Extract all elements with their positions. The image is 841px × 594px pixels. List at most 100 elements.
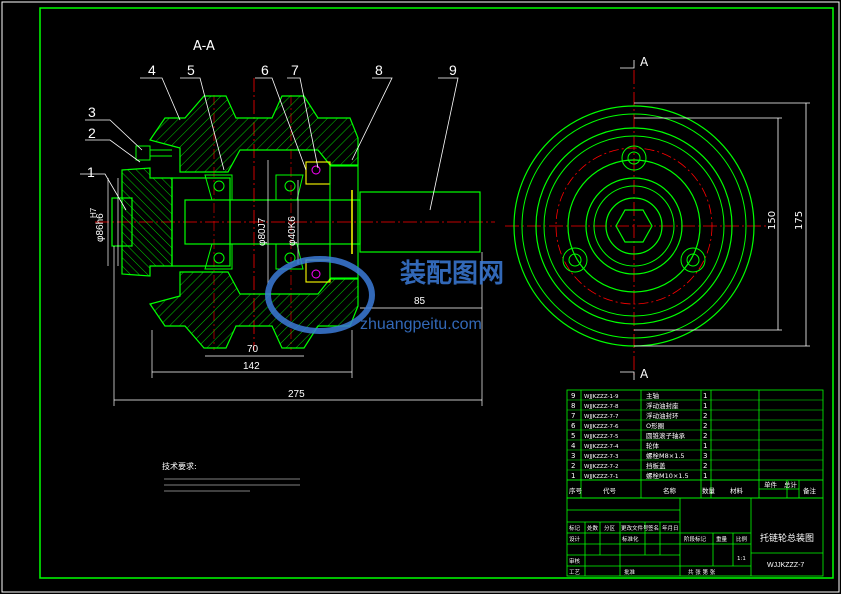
section-view: A-A [80,39,495,406]
tb-label-review: 审核 [569,557,581,565]
bom-cell-name: 主轴 [646,391,660,400]
tb-label-change: 更改文件号 [621,524,649,532]
bom-cell-no: 1 [571,472,575,480]
bom-cell-qty: 2 [703,432,707,440]
bom-cell-no: 3 [571,452,575,460]
callout-4: 4 [148,62,156,78]
bom-h-qty: 数量 [702,486,716,495]
tech-req-title: 技术要求: [162,461,197,471]
bom-h-unit: 单件 [764,480,778,489]
dim-70: 70 [247,344,259,355]
bom-h-name: 名称 [663,486,677,495]
inner-frame [39,7,834,579]
hex-nut [615,209,653,243]
bom-cell-code: WJJKZZZ-7-5 [584,434,619,440]
bolt-holes [562,145,706,273]
bom-cell-no: 8 [571,402,575,410]
bom-cell-name: 螺栓M8×1.5 [646,451,685,460]
bearing-right [275,174,304,270]
tb-label-sign: 签名 [648,524,659,532]
section-title: A-A [193,39,215,54]
tb-label-process: 工艺 [569,569,581,576]
tb-label-count: 处数 [587,524,599,532]
inner-hub [171,177,231,267]
bom-cell-name: 浮动油封座 [646,401,679,410]
tb-label-weight: 重量 [716,535,728,543]
callout-6: 6 [261,62,269,78]
shaft-end-nut [111,197,133,247]
callout-5: 5 [187,62,195,78]
title-block: 标记 处数 分区 更改文件号 签名 年月日 设计 标准化 阶段标记 重量 比例 … [566,497,824,577]
bom-cell-name: 轮体 [646,441,660,450]
bom-cell-name: 挡板盖 [646,461,666,470]
callout-3: 3 [88,104,96,120]
bom-cell-code: WJJKZZZ-7-8 [584,404,619,410]
bom-cell-qty: 2 [703,412,707,420]
bom-cell-code: WJJKZZZ-7-6 [584,424,619,430]
tb-label-sheets: 共 张 第 张 [688,568,716,576]
tb-label-stage: 阶段标记 [684,535,707,543]
watermark: 装配图网 zhuangpeitu.com [265,256,504,334]
bom-cell-no: 4 [571,442,576,450]
bom-cell-qty: 1 [703,442,707,450]
bom-cell-no: 7 [571,412,575,420]
bom-cell-qty: 1 [703,472,707,480]
wheel-body-upper [149,95,359,173]
bom-cell-qty: 2 [703,462,707,470]
dim-150: 150 [767,211,778,230]
callout-7: 7 [291,62,299,78]
bom-cell-name: 圆锥滚子轴承 [646,431,686,440]
bom-cell-no: 5 [571,432,575,440]
section-marker-bottom: A [640,367,649,381]
end-view: A A 150 175 [505,55,810,381]
dim-phi40k6: φ40K6 [287,216,298,246]
bom-cell-qty: 3 [703,452,707,460]
dimension-lines [107,160,483,406]
dim-175: 175 [794,211,805,230]
bom-h-no: 序号 [569,486,583,495]
bom-cell-no: 2 [571,462,575,470]
callout-leaders [80,77,459,211]
shaft-extension [359,191,481,253]
tb-label-scale: 比例 [736,535,748,543]
bolt-m8 [135,145,172,161]
bom-cell-no: 9 [571,392,575,400]
dim-phi86h6: φ86h6 [95,213,106,242]
tb-label-std: 标准化 [622,535,639,543]
bom-h-total: 总计 [784,480,798,489]
tb-scale-value: 1:1 [737,556,746,562]
bom-cell-qty: 1 [703,402,707,410]
bom-h-material: 材料 [730,486,744,495]
callout-9: 9 [449,62,457,78]
bom-cell-code: WJJKZZZ-7-1 [584,474,618,480]
bom-h-code: 代号 [603,486,617,495]
bom-cell-name: 螺栓M10×1.5 [646,471,689,480]
bom-cell-code: WJJKZZZ-7-4 [584,444,619,450]
bom-cell-name: O形圈 [646,422,664,430]
tb-label-design: 设计 [569,535,581,543]
drawing-code: WJJKZZZ-7 [767,562,804,569]
bom-cell-qty: 2 [703,422,707,430]
bom-cell-code: WJJKZZZ-7-7 [584,414,619,420]
section-markers [620,60,810,380]
dim-142: 142 [243,361,260,372]
section-marker-top: A [640,55,649,69]
bom-cell-qty: 1 [703,392,707,400]
dim-phi80j7: φ80J7 [257,217,268,246]
callout-1: 1 [87,164,95,180]
floating-seal [305,161,359,283]
watermark-url: zhuangpeitu.com [360,316,482,333]
tech-requirements: 技术要求: [162,461,300,492]
dim-h7: H7 [89,207,98,218]
dim-275: 275 [288,389,305,400]
dim-85: 85 [414,296,426,307]
drawing-title: 托链轮总装图 [760,532,814,544]
bom-cell-no: 6 [571,422,576,430]
bom-cell-code: WJJKZZZ-7-3 [584,454,619,460]
bom-cell-code: WJJKZZZ-1-9 [584,394,619,400]
tb-label-mark: 标记 [569,524,581,532]
tb-label-approve: 批准 [624,568,636,576]
tb-label-date: 年月日 [662,524,679,532]
